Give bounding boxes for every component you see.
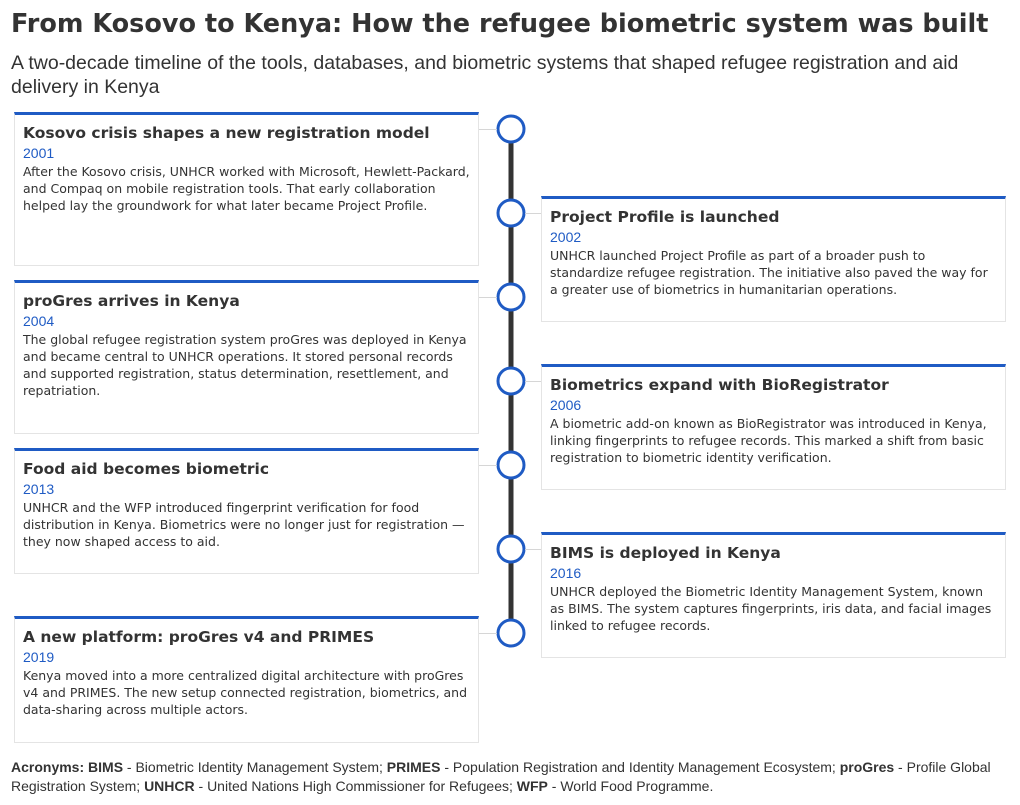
event-description: A biometric add-on known as BioRegistrat… — [550, 416, 987, 465]
acronym-definition: - United Nations High Commissioner for R… — [194, 778, 517, 794]
acronym-definition: - World Food Programme. — [547, 778, 714, 794]
timeline-node — [496, 618, 526, 648]
page-subtitle: A two-decade timeline of the tools, data… — [11, 52, 959, 98]
page-title: From Kosovo to Kenya: How the refugee bi… — [11, 9, 989, 39]
acronym-abbr: BIMS — [88, 759, 124, 775]
event-description: UNHCR deployed the Biometric Identity Ma… — [550, 584, 992, 633]
connector-line — [525, 549, 541, 550]
event-title: Project Profile is launched — [550, 208, 780, 226]
event-description: Kenya moved into a more centralized digi… — [23, 668, 468, 717]
event-year: 2002 — [550, 229, 582, 245]
connector-line — [525, 381, 541, 382]
event-year: 2006 — [550, 397, 582, 413]
event-description: UNHCR and the WFP introduced fingerprint… — [23, 500, 465, 549]
timeline-node — [496, 198, 526, 228]
connector-line — [479, 633, 497, 634]
event-title: Kosovo crisis shapes a new registration … — [23, 124, 430, 142]
acronyms-footnote: Acronyms: BIMS - Biometric Identity Mana… — [11, 758, 1011, 796]
event-title: proGres arrives in Kenya — [23, 292, 240, 310]
event-description: After the Kosovo crisis, UNHCR worked wi… — [23, 164, 470, 213]
event-year: 2019 — [23, 649, 55, 665]
timeline-card: Project Profile is launched 2002 UNHCR l… — [541, 196, 1006, 322]
connector-line — [479, 465, 497, 466]
event-year: 2013 — [23, 481, 55, 497]
acronym-definition: - Biometric Identity Management System; — [123, 759, 387, 775]
acronym-definition: - Profile Global Registration System; — [11, 759, 991, 794]
timeline-node — [496, 366, 526, 396]
timeline-card: proGres arrives in Kenya 2004 The global… — [14, 280, 479, 434]
timeline-card: BIMS is deployed in Kenya 2016 UNHCR dep… — [541, 532, 1006, 658]
timeline-node — [496, 450, 526, 480]
acronym-abbr: PRIMES — [386, 759, 441, 775]
acronyms-label: Acronyms: — [11, 759, 85, 775]
acronym-abbr: proGres — [839, 759, 895, 775]
event-year: 2016 — [550, 565, 582, 581]
event-description: The global refugee registration system p… — [23, 332, 467, 398]
timeline-card: Food aid becomes biometric 2013 UNHCR an… — [14, 448, 479, 574]
acronym-abbr: WFP — [516, 778, 548, 794]
event-description: UNHCR launched Project Profile as part o… — [550, 248, 988, 297]
acronym-abbr: UNHCR — [144, 778, 195, 794]
timeline-node — [496, 282, 526, 312]
connector-line — [479, 129, 497, 130]
event-title: BIMS is deployed in Kenya — [550, 544, 781, 562]
event-title: Food aid becomes biometric — [23, 460, 270, 478]
timeline-card: Kosovo crisis shapes a new registration … — [14, 112, 479, 266]
connector-line — [525, 213, 541, 214]
timeline-node — [496, 534, 526, 564]
timeline-card: Biometrics expand with BioRegistrator 20… — [541, 364, 1006, 490]
event-title: Biometrics expand with BioRegistrator — [550, 376, 889, 394]
connector-line — [479, 297, 497, 298]
timeline-card: A new platform: proGres v4 and PRIMES 20… — [14, 616, 479, 743]
event-year: 2001 — [23, 145, 55, 161]
event-year: 2004 — [23, 313, 55, 329]
acronym-definition: - Population Registration and Identity M… — [440, 759, 840, 775]
event-title: A new platform: proGres v4 and PRIMES — [23, 628, 375, 646]
timeline-node — [496, 114, 526, 144]
